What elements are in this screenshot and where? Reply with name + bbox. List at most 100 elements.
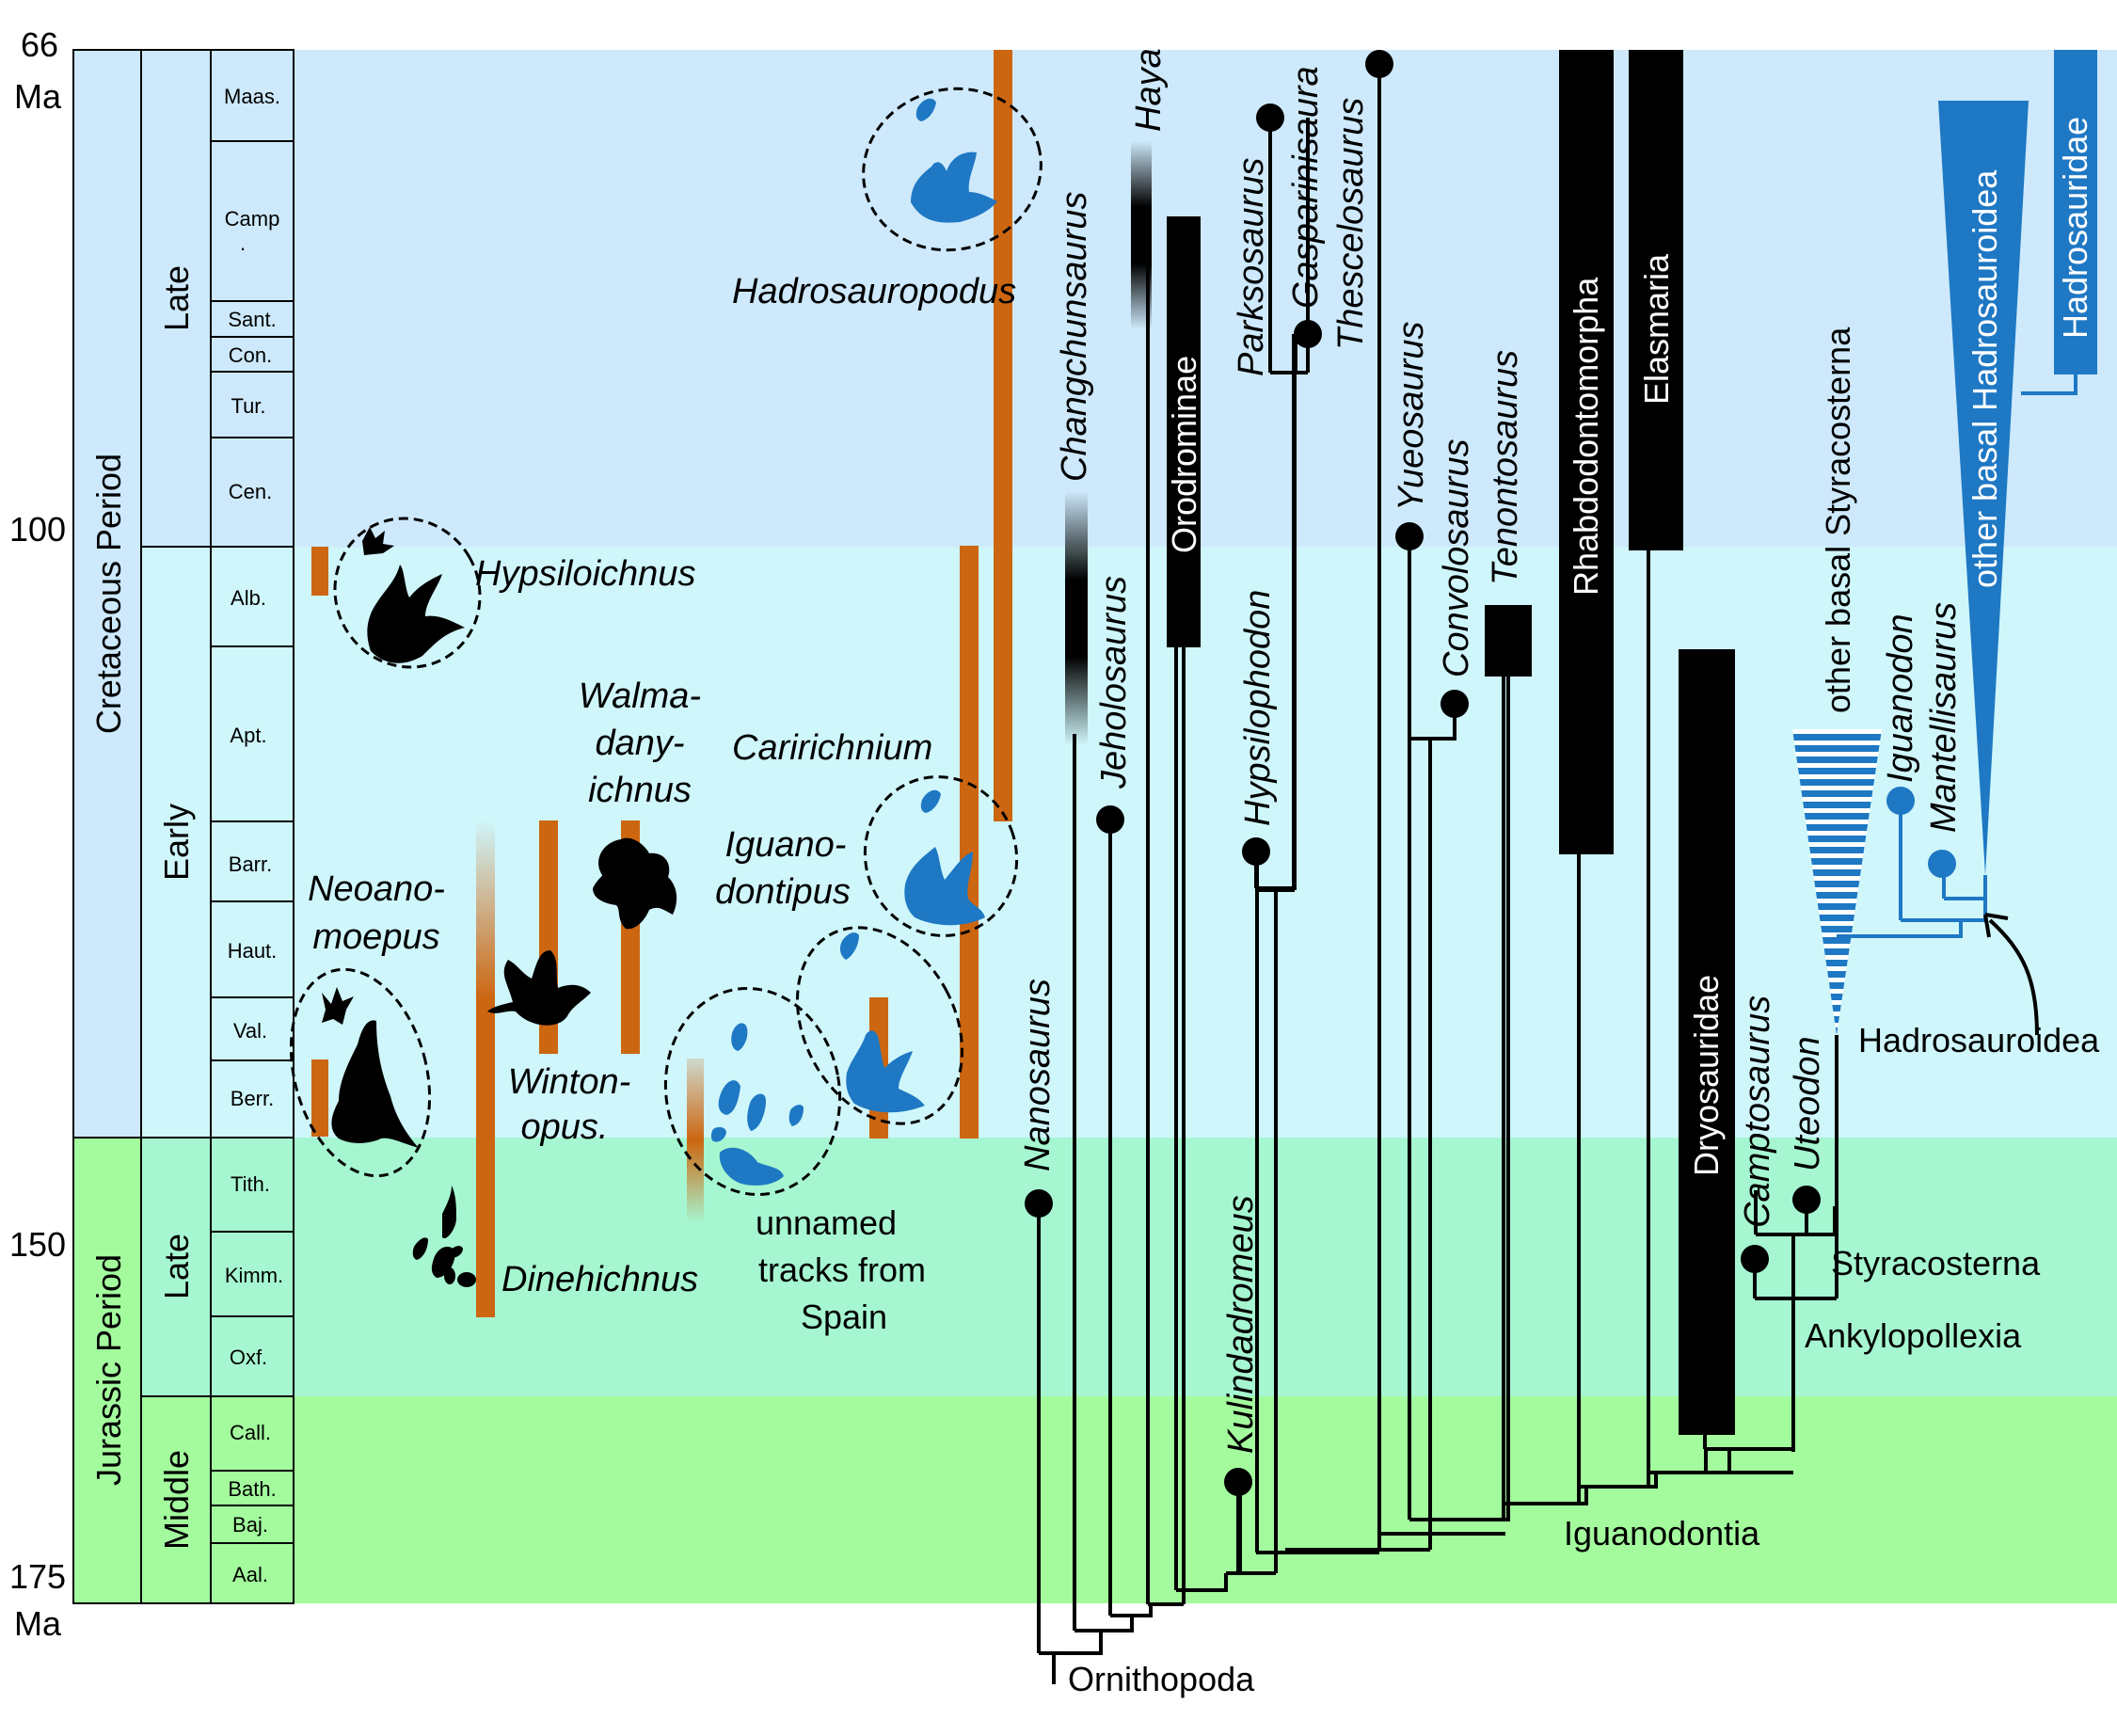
hadrosauroid-group [1792, 50, 2097, 1036]
label-dinehichnus: Dinehichnus [501, 1260, 698, 1299]
label-walma-1: Walma- [579, 677, 701, 716]
label-camptosaurus: Camptosaurus [1738, 995, 1777, 1228]
unnamed-spain-footprint-1 [731, 1023, 748, 1051]
box-rhabdodontomorpha [1559, 50, 1614, 854]
dinehichnus-footprint-6 [444, 1267, 455, 1284]
label-hadrosauroidea: Hadrosauroidea [1858, 1021, 2100, 1059]
age-175: 175 [9, 1557, 66, 1596]
range-hypsiloichnus [311, 547, 328, 596]
unnamed-spain-footprint-5 [719, 1147, 784, 1186]
label-iguanodon: Iguanodon [1881, 613, 1920, 783]
label-ornithopoda: Ornithopoda [1068, 1660, 1255, 1698]
label-walma-2: dany- [595, 724, 684, 763]
tree-overlay [1039, 371, 1838, 1655]
tip-hypsilophodon [1242, 837, 1270, 866]
stage-baj: Baj. [232, 1513, 268, 1537]
label-unnamed-2: tracks from [758, 1250, 926, 1289]
label-yueosaurus: Yueosaurus [1392, 322, 1431, 511]
box-elasmaria [1629, 50, 1683, 550]
range-haya [1131, 141, 1152, 329]
label-elasmaria: Elasmaria [1637, 253, 1676, 405]
epoch-late-cretaceous: Late [157, 265, 196, 331]
wedge-other-basal-hadrosauroidea [1938, 101, 2029, 875]
hypsiloichnus-footprint-small [362, 527, 394, 555]
hypsiloichnus-footprint [367, 565, 465, 663]
clade-boxes [1167, 50, 1735, 1435]
stage-call: Call. [230, 1421, 271, 1444]
dinehichnus-footprint-1 [442, 1186, 456, 1238]
period-cretaceous: Cretaceous Period [89, 454, 128, 734]
iguanodontipus-track-outline [795, 926, 964, 1125]
age-100: 100 [9, 510, 66, 549]
geologic-timescale [72, 49, 294, 1604]
branch-yueosaurus-convolosaurus [1409, 704, 1456, 741]
label-iguano-1: Iguano- [725, 825, 847, 865]
range-dinehichnus-fade [476, 820, 495, 999]
hadrosauroidea-arrowhead [1983, 913, 2009, 938]
label-unnamed-3: Spain [801, 1298, 887, 1336]
label-neoano-2: moepus [312, 917, 439, 957]
stage-berr: Berr. [231, 1087, 274, 1110]
label-iguanodontia: Iguanodontia [1564, 1514, 1760, 1553]
label-ankylopollexia: Ankylopollexia [1805, 1316, 2022, 1355]
range-hadrosauropodus [994, 50, 1012, 821]
branch-changchunsaurus-jeholosaurus [1074, 1616, 1134, 1632]
label-neoano-1: Neoano- [308, 869, 445, 909]
label-iguano-2: dontipus [715, 872, 851, 912]
age-150: 150 [9, 1225, 66, 1264]
blue-branch-styracosterna [1837, 920, 1963, 938]
label-other-basal-hadrosauroidea: other basal Hadrosauroidea [1966, 169, 2004, 588]
label-walma-3: ichnus [588, 771, 692, 810]
label-uteodon: Uteodon [1788, 1036, 1827, 1171]
tip-yueosaurus [1395, 522, 1424, 550]
early-cretaceous-band [205, 547, 2117, 1138]
epoch-early-cretaceous: Early [157, 804, 196, 881]
hadrosauropodus-footprint [911, 151, 997, 223]
hadrosauropodus-track-outline [862, 87, 1043, 252]
tree-structure [1037, 118, 1310, 1653]
stage-kimm: Kimm. [225, 1264, 283, 1287]
age-175-unit: Ma [14, 1604, 62, 1643]
branch-jeholosaurus-haya [1110, 1604, 1153, 1617]
unnamed-spain-track-outline [663, 986, 842, 1197]
branch-iguanodontia-node [1508, 1487, 1588, 1505]
late-cretaceous-band [205, 50, 2117, 547]
epoch-late-jurassic: Late [157, 1234, 196, 1299]
label-hadrosauridae: Hadrosauridae [2056, 117, 2094, 339]
thescelosaurus-line [1377, 64, 1432, 1552]
blue-branch-hadrosauridae [2021, 374, 2077, 395]
range-caririchnium [960, 546, 979, 1139]
range-unnamed-spain [687, 1059, 704, 1223]
stage-maas: Maas. [224, 85, 280, 108]
dinehichnus-footprint-5 [457, 1272, 476, 1287]
stage-alb: Alb. [231, 586, 266, 610]
branch-rhabdodontomorpha [1586, 1473, 1658, 1489]
wintonopus-footprint [487, 950, 591, 1026]
tip-jeholosaurus [1096, 805, 1124, 834]
label-thescelosaurus: Thescelosaurus [1331, 98, 1371, 350]
tip-circles [1025, 50, 1821, 1496]
label-gasparinisaura: Gasparinisaura [1286, 66, 1326, 309]
stage-con: Con. [229, 343, 272, 367]
stage-labels: Maas. Camp . Sant. Con. Tur. Cen. Alb. A… [224, 85, 283, 1586]
label-dryosauridae: Dryosauridae [1687, 975, 1726, 1176]
middle-jurassic-band [205, 1396, 2117, 1603]
stage-val: Val. [233, 1019, 267, 1043]
tip-nanosaurus [1025, 1189, 1053, 1218]
label-parksosaurus: Parksosaurus [1232, 158, 1271, 376]
tip-mantellisaurus [1928, 850, 1956, 878]
label-convolosaurus: Convolosaurus [1437, 439, 1476, 677]
tip-parksosaurus [1256, 104, 1284, 132]
stage-apt: Apt. [230, 724, 266, 747]
unnamed-spain-footprint-6 [710, 1126, 726, 1142]
label-jeholosaurus: Jeholosaurus [1094, 576, 1134, 789]
tip-thescelosaurus [1365, 50, 1393, 78]
label-kulindadromeus: Kulindadromeus [1221, 1195, 1261, 1454]
range-neoanomoepus [311, 1059, 328, 1137]
label-caririchnium: Caririchnium [732, 728, 932, 768]
label-nanosaurus: Nanosaurus [1018, 979, 1058, 1171]
dinehichnus-footprint-3 [431, 1247, 455, 1278]
dinehichnus-footprint-4 [450, 1246, 463, 1258]
label-changchunsaurus: Changchunsaurus [1055, 192, 1094, 482]
tip-iguanodon [1886, 787, 1915, 815]
